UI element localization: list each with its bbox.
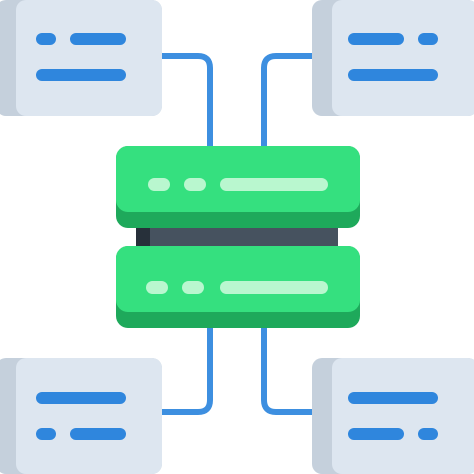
connector-bottom-right — [261, 323, 315, 415]
connector-bottom-left — [159, 323, 213, 415]
status-led-icon — [148, 178, 170, 191]
document-card-icon — [312, 0, 474, 116]
connector-top-right — [261, 53, 315, 153]
connector-lines — [159, 53, 315, 415]
drive-bay-icon — [220, 178, 328, 191]
document-card-icon — [0, 358, 162, 474]
status-led-icon — [146, 281, 168, 294]
status-led-icon — [182, 281, 204, 294]
server-unit-top — [116, 146, 360, 228]
connector-top-left — [159, 53, 213, 153]
drive-bay-icon — [220, 281, 328, 294]
server-unit-bottom — [116, 246, 360, 328]
status-led-icon — [184, 178, 206, 191]
document-card-icon — [312, 358, 474, 474]
document-card-icon — [0, 0, 162, 116]
